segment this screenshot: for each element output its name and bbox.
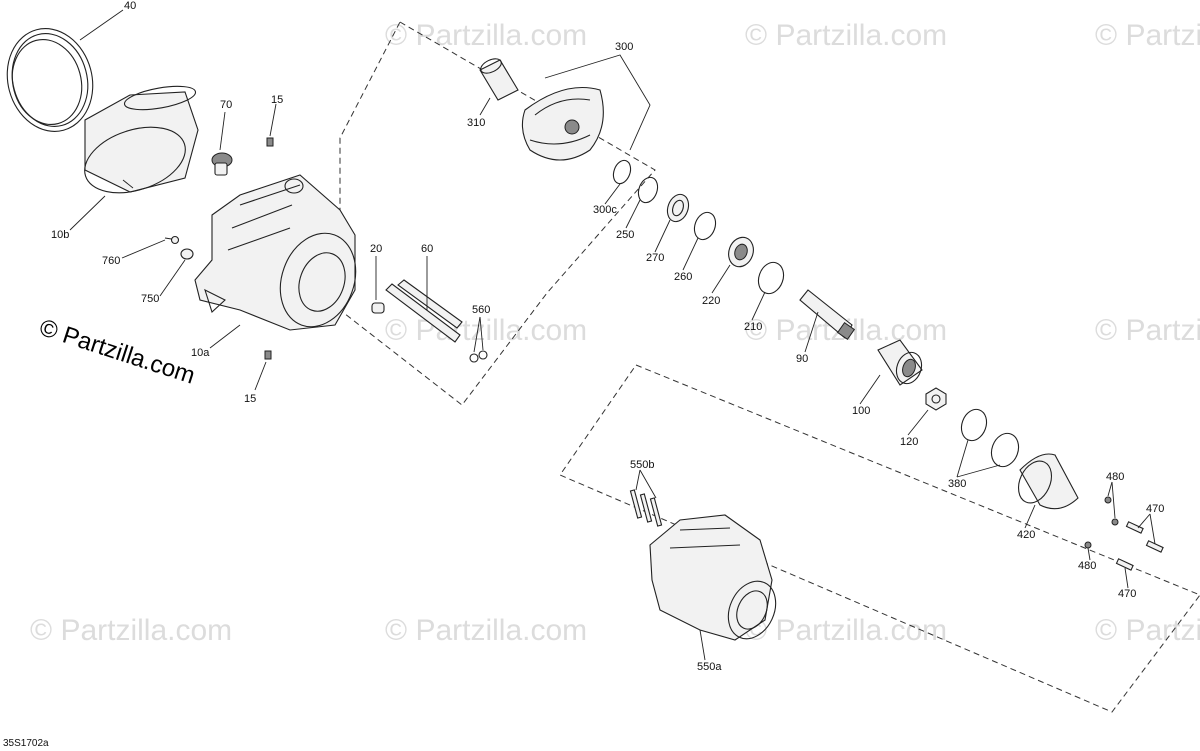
drawing-code: 35S1702a [3,738,49,749]
label-120: 120 [900,436,918,448]
watermark: © Partzilla.com [1095,614,1200,647]
watermark: © Partzilla.com [30,614,232,647]
label-260: 260 [674,271,692,283]
part-number-labels: 40 10b 70 15 760 750 10a 15 20 60 560 31… [51,0,1164,673]
label-470-lower: 470 [1118,588,1136,600]
label-20: 20 [370,243,382,255]
part-480-washer-lower [1084,541,1092,549]
part-210-o-ring [757,261,785,295]
part-40-wear-ring [6,28,94,132]
label-480-upper: 480 [1106,471,1124,483]
watermark: © Partzilla.com [385,19,587,52]
part-300-impeller [521,87,604,161]
part-120-nut [925,387,947,411]
part-420-cone [1017,453,1079,510]
part-760-screw [164,235,180,245]
label-300: 300 [615,41,633,53]
watermark: © Partzilla.com [1095,19,1200,52]
label-90: 90 [796,353,808,365]
part-10a-pump-housing [194,174,357,331]
part-15-bolt-upper [266,137,274,147]
part-20-bushing [371,302,385,314]
label-380: 380 [948,478,966,490]
part-550a-venturi [649,514,777,641]
label-300c: 300c [593,204,617,216]
part-220-seal [728,236,754,268]
watermark-group: © Partzilla.com © Partzilla.com © Partzi… [30,19,1200,647]
part-260-o-ring [693,211,717,241]
watermark: © Partzilla.com [1095,314,1200,347]
lower-assembly-boundary [559,364,1200,713]
part-480-washer-upper [1104,496,1119,526]
watermark: © Partzilla.com [745,614,947,647]
label-100: 100 [852,405,870,417]
label-560: 560 [472,304,490,316]
part-60-shaft [385,279,463,343]
label-40: 40 [124,0,136,12]
label-250: 250 [616,229,634,241]
label-10a: 10a [191,347,210,359]
part-90-drive-shaft [799,289,856,341]
part-100-bearing [877,339,923,386]
label-70: 70 [220,99,232,111]
watermark: © Partzilla.com [385,614,587,647]
part-70-fitting [211,152,233,176]
label-760: 760 [102,255,120,267]
label-15-upper: 15 [271,94,283,106]
label-550b: 550b [630,459,654,471]
part-15-bolt-lower [264,350,272,360]
watermark: © Partzilla.com [385,314,587,347]
label-480-lower: 480 [1078,560,1096,572]
label-550a: 550a [697,661,722,673]
part-300c-ring [612,159,632,185]
part-10b-liner [84,85,199,194]
part-750-washer [180,248,194,260]
label-15-lower: 15 [244,393,256,405]
part-250-circlip [637,176,659,204]
label-270: 270 [646,252,664,264]
label-10b: 10b [51,229,69,241]
watermark: © Partzilla.com [745,19,947,52]
part-550b-pins [629,489,663,527]
upper-assembly-boundary [339,21,656,406]
label-60: 60 [421,243,433,255]
part-380-o-rings [960,408,1020,468]
leader-lines [69,9,1156,661]
part-310-sleeve [479,58,519,101]
label-470-upper: 470 [1146,503,1164,515]
label-220: 220 [702,295,720,307]
label-750: 750 [141,293,159,305]
part-270-washer [666,193,690,223]
label-420: 420 [1017,529,1035,541]
part-560-o-rings [469,350,488,363]
label-310: 310 [467,117,485,129]
brand-logo-text: © Partzilla.com [36,314,198,390]
label-210: 210 [744,321,762,333]
part-470-screws [1115,521,1164,571]
